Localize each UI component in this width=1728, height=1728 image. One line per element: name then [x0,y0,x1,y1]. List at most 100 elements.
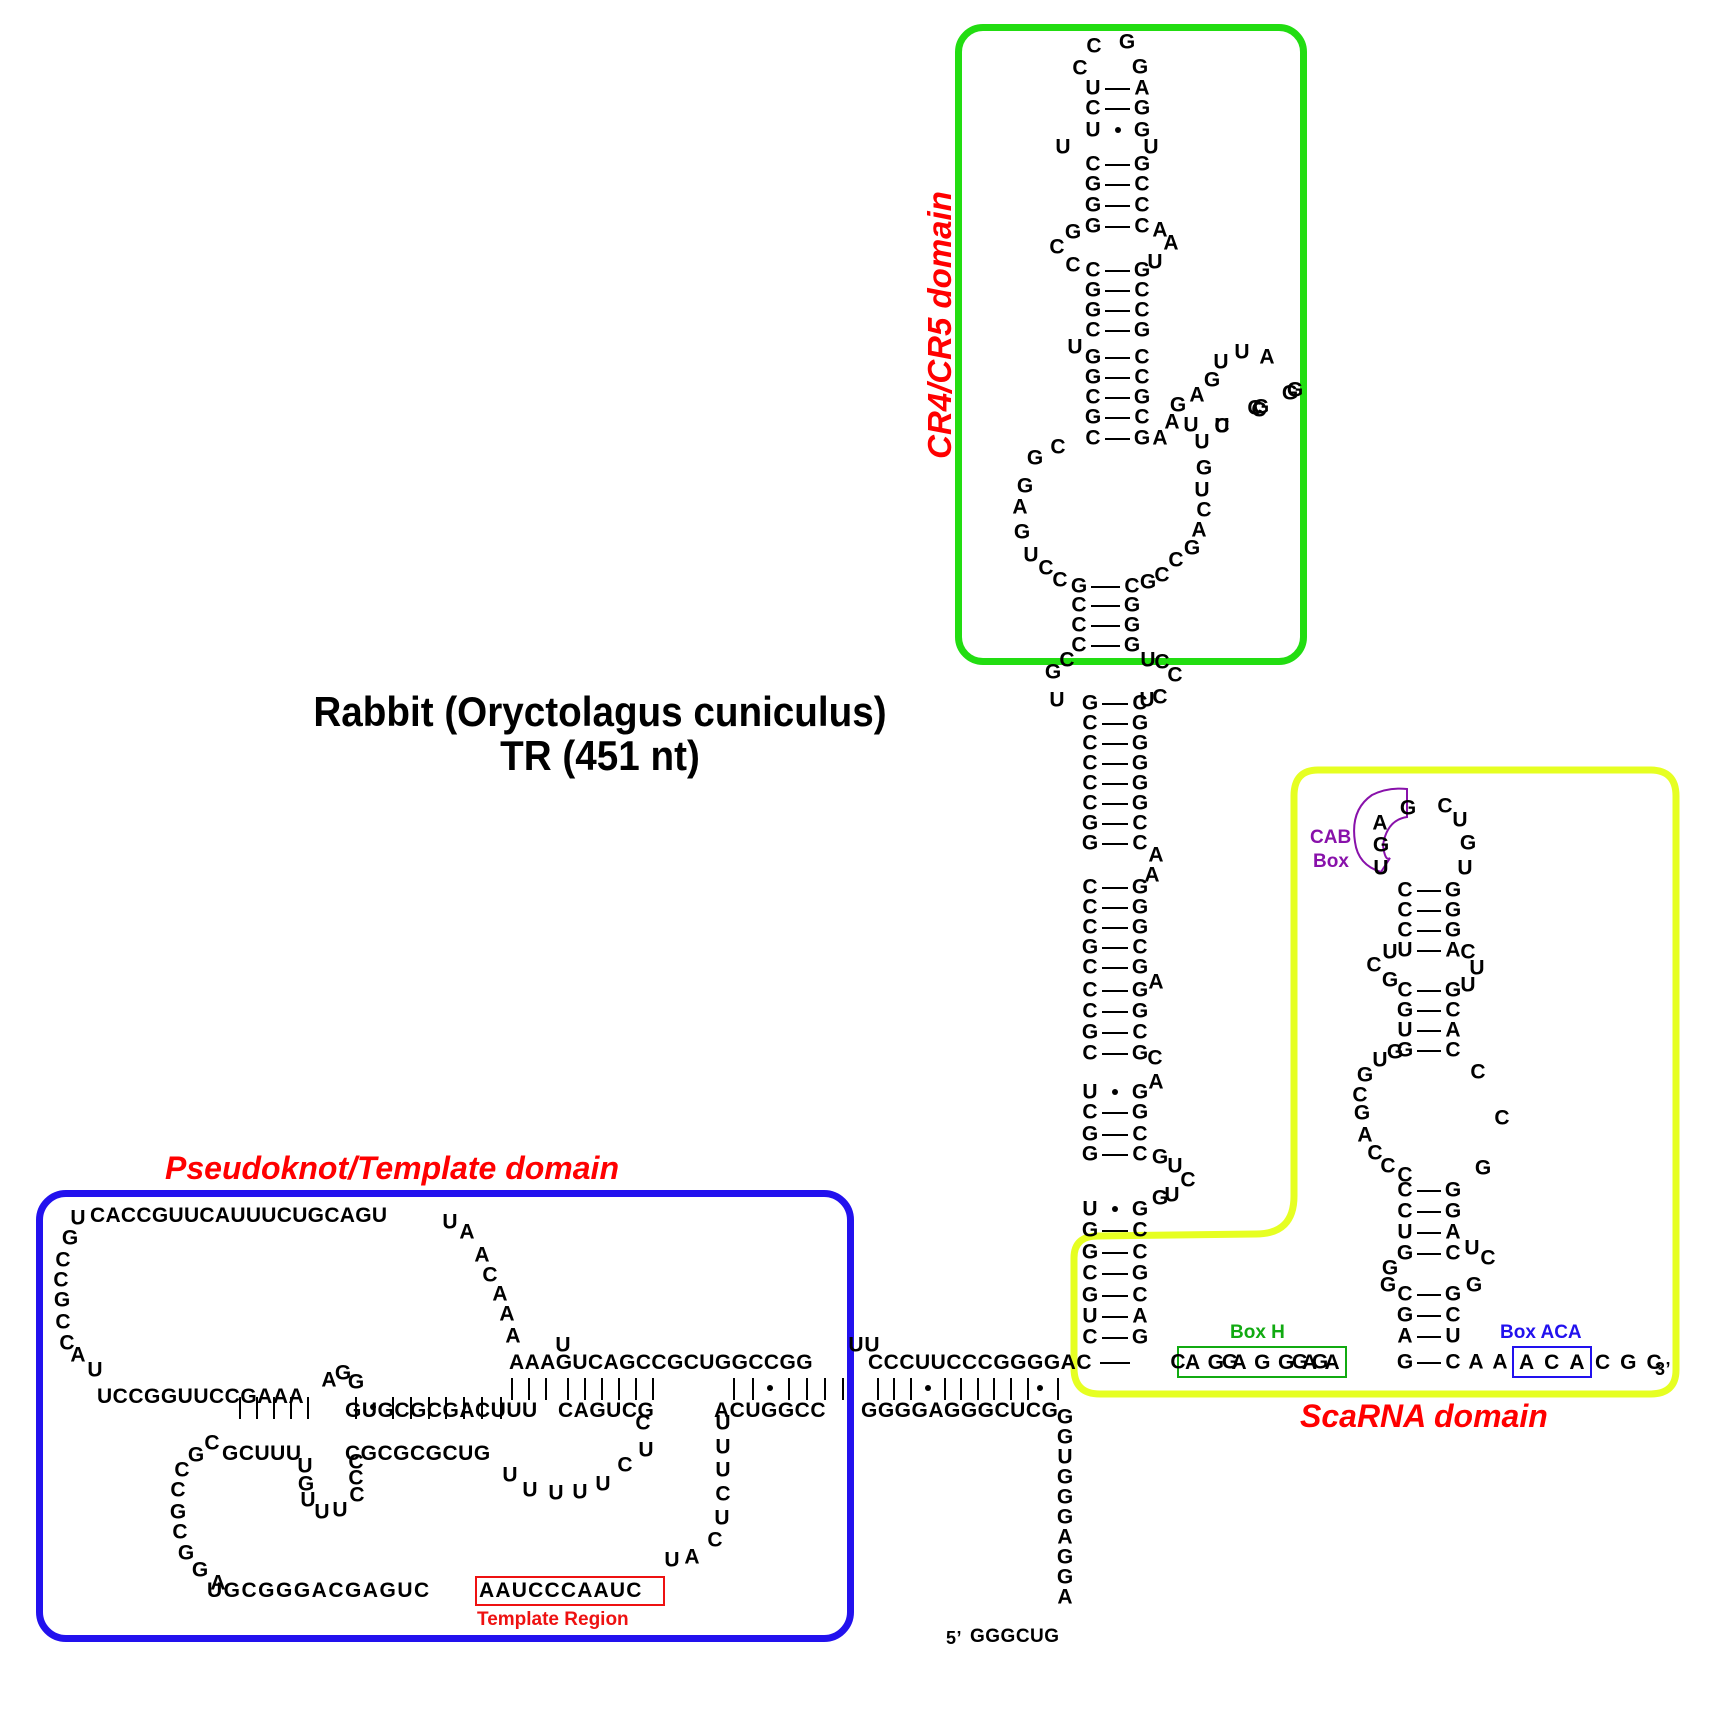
nucleotide: C [1170,1350,1186,1374]
loop-nucleotide: U [1213,350,1229,374]
loop-nucleotide: C [715,1482,731,1506]
paired-nucleotide: U [1085,76,1101,100]
base-pair-line [307,1397,309,1419]
paired-nucleotide: G [1131,1325,1149,1349]
base-pair-line [1417,1294,1441,1296]
tail-nucleotide: A [1057,1585,1073,1609]
base-pair-line [1417,950,1441,952]
base-pair-line [1102,990,1128,992]
nucleotide: C [1154,650,1170,674]
three-prime-label: 3’ [1655,1359,1672,1379]
loop-nucleotide: C [204,1431,220,1455]
loop-nucleotide: U [70,1206,86,1230]
paired-nucleotide: C [1124,574,1140,598]
base-pair-line [1102,803,1128,805]
paired-nucleotide: C [1397,1282,1413,1306]
base-pair-line [877,1378,879,1400]
loop-nucleotide: A [1152,426,1168,450]
paired-nucleotide: G [1133,258,1151,282]
nucleotide: A [1468,1350,1484,1374]
base-pair-line [1105,397,1130,399]
paired-nucleotide: C [1134,214,1150,238]
base-pair-line [463,1397,465,1419]
nucleotide: U [1140,648,1156,672]
template-region-box [475,1576,665,1606]
loop-nucleotide: C [1214,414,1230,438]
paired-nucleotide: C [1082,955,1098,979]
nucleotide: G [1151,1145,1169,1169]
nucleotide: A [1492,1350,1508,1374]
paired-nucleotide: C [1397,1199,1413,1223]
loop-nucleotide: U [522,1478,538,1502]
loop-nucleotide: G [297,1472,315,1496]
base-pair-line [1102,1273,1128,1275]
base-pair-line [1105,377,1130,379]
loop-nucleotide: A [499,1302,515,1326]
loop-nucleotide: G [1195,456,1213,480]
paired-nucleotide: C [1134,345,1150,369]
loop-nucleotide: C [707,1528,723,1552]
cab-box-label-line2: Box [1313,851,1349,872]
paired-nucleotide: G [1081,691,1099,715]
paired-nucleotide: C [1082,771,1098,795]
loop-nucleotide: G [1118,30,1136,54]
paired-nucleotide: G [1444,918,1462,942]
base-pair-line [1091,625,1120,627]
p1-top-strand: CCCUUCCCGGGGAC [868,1351,1092,1374]
paired-nucleotide: C [1132,691,1148,715]
paired-nucleotide: C [1445,998,1461,1022]
base-pair-line [1091,586,1120,588]
paired-nucleotide: C [1397,1178,1413,1202]
loop-nucleotide: G [169,1500,187,1524]
loop-nucleotide: C [348,1466,364,1490]
loop-nucleotide: G [1353,1101,1371,1125]
paired-nucleotide: G [1131,791,1149,815]
loop-nucleotide: C [617,1453,633,1477]
loop-nucleotide: G [1169,393,1187,417]
base-pair-line [1102,1011,1128,1013]
base-pair-line [788,1378,790,1400]
nucleotide: C [1445,1350,1461,1374]
paired-nucleotide: G [1081,1020,1099,1044]
loop-nucleotide: C [1086,34,1102,58]
loop-nucleotide: A [1012,495,1028,519]
loop-nucleotide: C [482,1263,498,1287]
tail-nucleotide: G [1056,1505,1074,1529]
tail-nucleotide: G [1056,1405,1074,1429]
loop-nucleotide: U [1194,478,1210,502]
base-pair-line [1417,1030,1441,1032]
base-pair-line [806,1378,808,1400]
paired-nucleotide: G [1131,1197,1149,1221]
nucleotide: G [1281,381,1299,405]
paired-nucleotide: C [1132,1218,1148,1242]
paired-nucleotide: U [1082,1304,1098,1328]
nucleotide: G [1381,968,1399,992]
pk-strand-top: AAAGUCAGCCGCUGGCCGG [509,1351,813,1374]
tail-nucleotide: U [1057,1445,1073,1469]
paired-nucleotide: A [1132,1304,1148,1328]
paired-nucleotide: C [1071,593,1087,617]
paired-nucleotide: G [1084,278,1102,302]
box-h-outline [1177,1346,1347,1378]
nucleotide: C [1152,685,1168,709]
nucleotide: G [1252,395,1270,419]
wobble-pair-dot [1112,1206,1118,1212]
paired-nucleotide: U [1082,1080,1098,1104]
paired-nucleotide: C [1071,633,1087,657]
paired-nucleotide: U [1085,118,1101,142]
paired-nucleotide: G [1131,1080,1149,1104]
paired-nucleotide: C [1445,1303,1461,1327]
loop-nucleotide: G [1203,368,1221,392]
base-pair-line [500,1397,502,1419]
base-pair-line [1105,270,1130,272]
base-pair-line [893,1378,895,1400]
nucleotide: U [1464,1236,1480,1260]
paired-nucleotide: C [1082,915,1098,939]
base-pair-line [239,1397,241,1419]
five-prime-label: 5’ [946,1628,963,1648]
base-pair-line [1102,1316,1128,1318]
nucleotide: C [1147,1046,1163,1070]
loop-nucleotide: C [635,1411,651,1435]
paired-nucleotide: C [1082,1100,1098,1124]
